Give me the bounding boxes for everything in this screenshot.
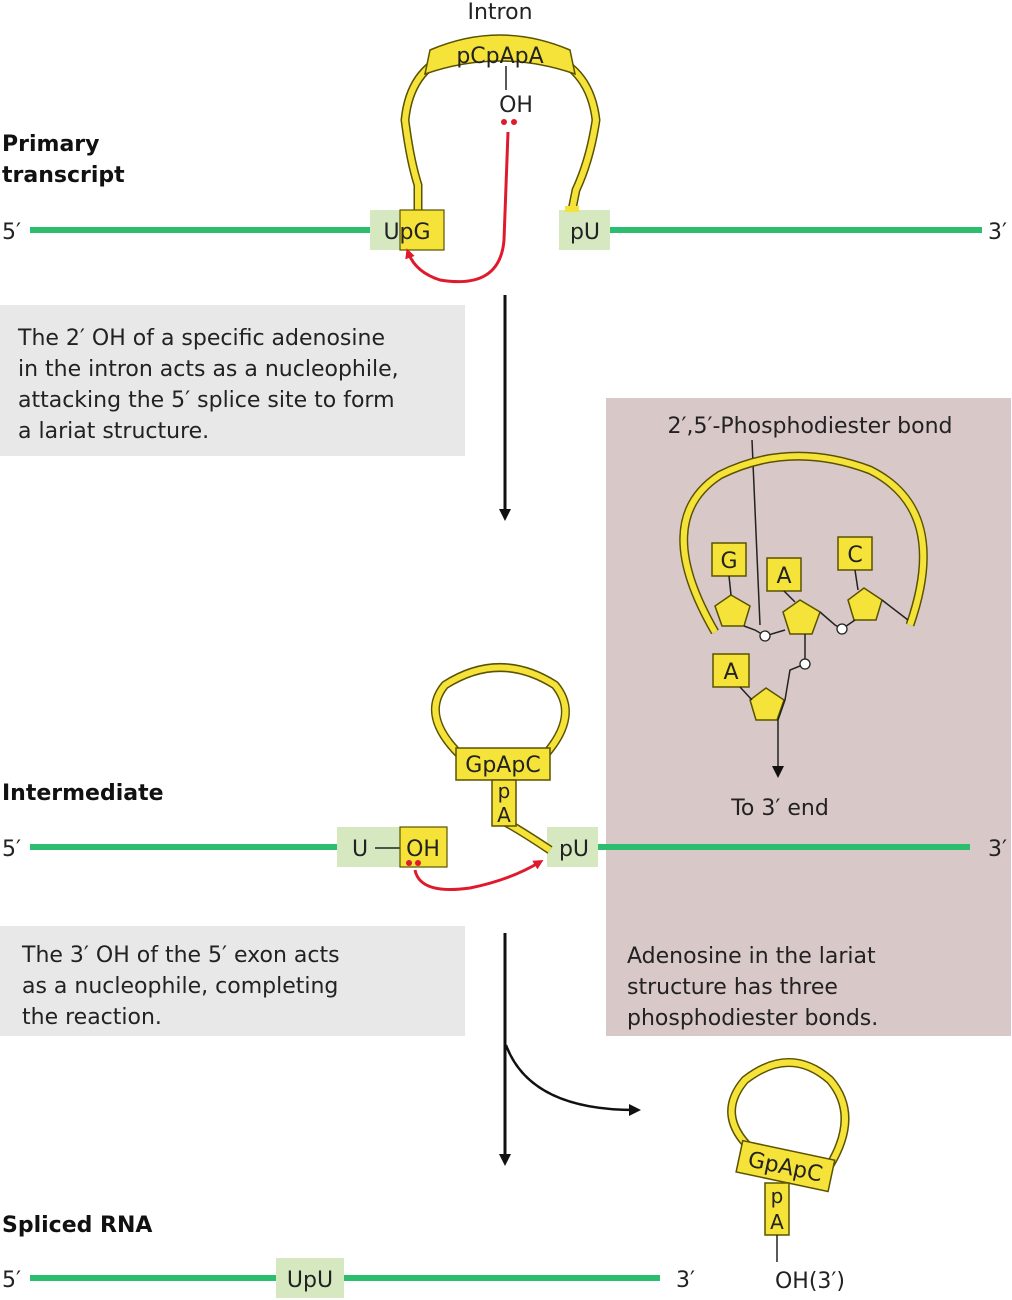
base-g-label: G xyxy=(720,549,737,574)
phosphate-node xyxy=(759,630,771,642)
lone-pair-dot xyxy=(511,119,517,125)
oh3-label: OH(3′) xyxy=(775,1269,845,1294)
five-prime-label-intermediate: 5′ xyxy=(2,837,21,862)
sugar-ring-g xyxy=(714,594,751,627)
lariat-seq-box-intermediate xyxy=(455,747,551,781)
spliced-rna-label: Spliced RNA xyxy=(2,1213,152,1238)
released-branch-p: p xyxy=(771,1184,784,1208)
nucleophile-attack-arrow-1 xyxy=(405,131,510,284)
base-link xyxy=(854,569,859,591)
bond-g-to-a xyxy=(743,625,786,637)
exon2-box-primary xyxy=(559,210,610,250)
to-3-end-label: To 3′ end xyxy=(730,796,829,821)
upg-label: UpG xyxy=(383,220,430,245)
three-prime-label-intermediate: 3′ xyxy=(988,837,1007,862)
branch-a-intermediate: A xyxy=(497,803,511,827)
oh-label-intermediate: OH xyxy=(406,837,440,862)
base-link xyxy=(739,686,753,701)
primary-transcript-label-line1: Primary xyxy=(2,132,99,157)
branch-stem-intermediate xyxy=(491,779,517,827)
upu-box xyxy=(276,1258,344,1298)
sugar-ring-a-branch xyxy=(782,599,821,635)
phosphate-node xyxy=(836,623,848,635)
base-a-box xyxy=(766,557,802,592)
sugar-ring-c xyxy=(847,587,883,621)
note-step1-line3: attacking the 5′ splice site to form xyxy=(18,388,395,413)
bond-c-end xyxy=(881,599,909,621)
lone-pair-dot xyxy=(406,860,412,866)
note-box-step1 xyxy=(0,305,465,456)
base-a2-box xyxy=(712,653,750,688)
base-a2-label: A xyxy=(723,660,738,685)
five-prime-label-spliced: 5′ xyxy=(2,1268,21,1293)
note-inset-line1: Adenosine in the lariat xyxy=(627,944,876,969)
inset-panel xyxy=(606,398,1011,1036)
intron-label: Intron xyxy=(467,0,532,25)
three-prime-label-spliced: 3′ xyxy=(676,1268,695,1293)
intron-seq-text: pCpApA xyxy=(456,44,543,69)
g-nucleotide-box-primary xyxy=(399,209,445,251)
pu-label-intermediate: pU xyxy=(559,837,589,862)
lone-pair-dot xyxy=(415,860,421,866)
upu-label: UpU xyxy=(287,1268,333,1293)
note-step2-line2: as a nucleophile, completing xyxy=(22,974,338,999)
lariat-release-arrow xyxy=(504,1044,641,1116)
released-lariat-seq-box xyxy=(735,1139,836,1193)
nucleophile-attack-arrow-2 xyxy=(413,859,544,892)
pu-box-intermediate xyxy=(547,827,598,867)
oh-label-primary: OH xyxy=(499,93,533,118)
base-c-box xyxy=(837,536,873,571)
pu-intron-edge xyxy=(565,206,579,212)
base-link xyxy=(783,590,796,603)
phosphate-node xyxy=(799,658,811,670)
base-c-label: C xyxy=(847,543,862,568)
base-link xyxy=(728,575,732,596)
intron-seq-box xyxy=(423,34,577,76)
note-step1-line1: The 2′ OH of a specific adenosine xyxy=(17,326,385,351)
note-box-step2 xyxy=(0,926,465,1036)
branch-p-intermediate: p xyxy=(498,779,511,803)
lariat-seq-intermediate: GpApC xyxy=(465,753,540,778)
released-branch-stem xyxy=(764,1182,790,1236)
primary-transcript-label-line2: transcript xyxy=(2,163,125,188)
bond-pointer-line xyxy=(751,439,761,626)
three-prime-label-primary: 3′ xyxy=(988,220,1007,245)
five-prime-label-primary: 5′ xyxy=(2,220,21,245)
note-step2-line3: the reaction. xyxy=(22,1005,162,1030)
note-step1-line4: a lariat structure. xyxy=(18,419,209,444)
lone-pair-dot xyxy=(501,119,507,125)
intermediate-label: Intermediate xyxy=(2,781,164,806)
sugar-ring-a-lower xyxy=(749,687,785,721)
u-label-intermediate: U xyxy=(352,837,368,862)
note-inset-line3: phosphodiester bonds. xyxy=(627,1006,878,1031)
base-g-box xyxy=(711,542,747,577)
note-step1-line2: in the intron acts as a nucleophile, xyxy=(18,357,399,382)
released-branch-a: A xyxy=(770,1210,784,1234)
pu-label-primary: pU xyxy=(570,220,600,245)
intron-loop-primary xyxy=(400,50,601,211)
inset-title: 2′,5′-Phosphodiester bond xyxy=(667,414,952,439)
note-step2-line1: The 3′ OH of the 5′ exon acts xyxy=(21,943,340,968)
base-a-label: A xyxy=(776,564,791,589)
note-inset-line2: structure has three xyxy=(627,975,838,1000)
